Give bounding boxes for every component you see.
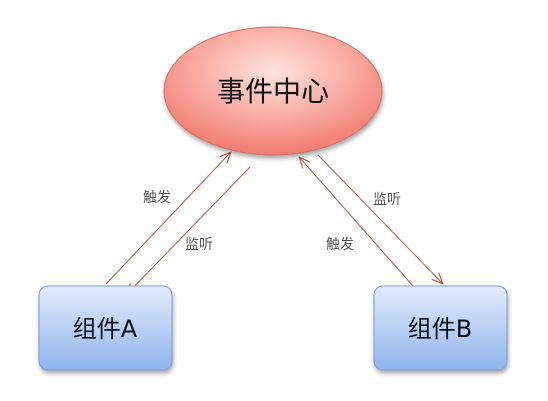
component-b-label: 组件B xyxy=(408,315,472,343)
component-b-node: 组件B xyxy=(373,285,508,371)
edge-a-listen-arrow xyxy=(127,166,251,294)
edge-a-trigger-label: 触发 xyxy=(143,190,171,206)
edge-a-listen-label: 监听 xyxy=(185,237,213,253)
component-a-node: 组件A xyxy=(38,285,173,371)
edge-b-trigger-label: 触发 xyxy=(326,237,354,253)
event-center-ellipse xyxy=(163,26,383,156)
edge-a-trigger-arrow xyxy=(105,153,230,285)
connectors xyxy=(105,153,442,294)
component-a-label: 组件A xyxy=(73,315,138,343)
edge-b-listen-arrow xyxy=(317,154,442,283)
event-center-node: 事件中心 xyxy=(163,26,383,156)
component-b-box xyxy=(373,285,508,371)
component-a-box xyxy=(38,285,173,371)
event-center-label: 事件中心 xyxy=(217,75,329,108)
edge-b-listen-label: 监听 xyxy=(373,192,401,208)
edge-b-trigger-arrow xyxy=(300,158,414,287)
